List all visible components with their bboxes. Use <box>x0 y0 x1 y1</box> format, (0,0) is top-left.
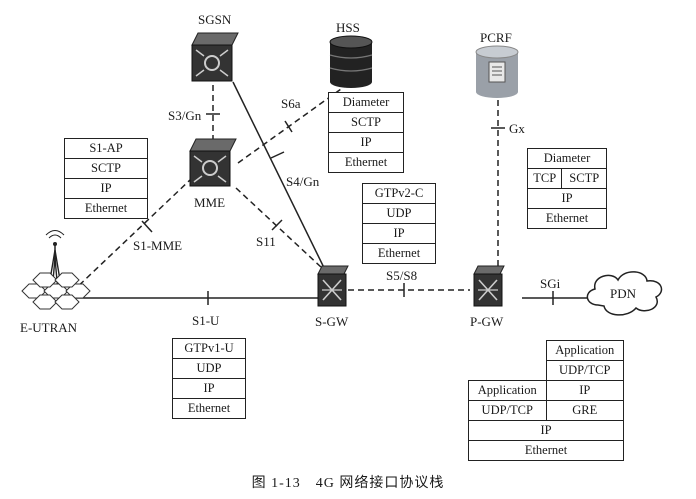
protocol-layer: Ethernet <box>328 152 404 173</box>
mme-label: MME <box>194 195 226 210</box>
s1mme-link <box>71 179 191 293</box>
protocol-layer: IP <box>362 223 436 244</box>
s11-tick <box>271 219 283 231</box>
s6a-protocol-stack: Diameter SCTP IP Ethernet <box>328 92 404 173</box>
gx-protocol-stack: Diameter TCP SCTP IP Ethernet <box>526 148 607 229</box>
s4gn-link <box>232 81 331 281</box>
sgw-label: S-GW <box>315 314 349 329</box>
s4gn-interface-label: S4/Gn <box>286 174 320 189</box>
eutran-label: E-UTRAN <box>20 320 78 335</box>
protocol-layer: UDP <box>172 358 246 379</box>
protocol-layer: UDP <box>362 203 436 224</box>
protocol-layer: SCTP <box>561 168 607 189</box>
protocol-layer: SCTP <box>64 158 148 179</box>
protocol-layer: IP <box>545 380 624 401</box>
pcrf-server-icon <box>475 45 519 98</box>
pdn-label: PDN <box>610 286 637 301</box>
protocol-layer: IP <box>468 420 624 441</box>
sgw-switch-icon <box>317 265 349 307</box>
protocol-layer: Ethernet <box>362 243 436 264</box>
protocol-layer: Ethernet <box>527 208 607 229</box>
protocol-layer: UDP/TCP <box>468 400 547 421</box>
gx-interface-label: Gx <box>509 121 525 136</box>
hss-label: HSS <box>336 20 360 35</box>
s1mme-protocol-stack: S1-AP SCTP IP Ethernet <box>64 138 148 219</box>
s1u-interface-label: S1-U <box>192 313 220 328</box>
protocol-layer: IP <box>328 132 404 153</box>
sgsn-router-icon <box>191 32 239 82</box>
protocol-layer: GRE <box>545 400 624 421</box>
sgi-protocol-stack: Application UDP/TCP Application IP UDP/T… <box>468 340 624 461</box>
protocol-layer: UDP/TCP <box>545 360 624 381</box>
s5s8-interface-label: S5/S8 <box>386 268 418 283</box>
protocol-layer: SCTP <box>328 112 404 133</box>
s11-protocol-stack: GTPv2-C UDP IP Ethernet <box>362 183 436 264</box>
protocol-layer: GTPv1-U <box>172 338 246 359</box>
eutran-tower-icon <box>21 230 91 310</box>
protocol-layer: IP <box>172 378 246 399</box>
protocol-layer: IP <box>64 178 148 199</box>
protocol-layer: S1-AP <box>64 138 148 159</box>
protocol-layer: IP <box>527 188 607 209</box>
s1mme-tick <box>141 220 153 233</box>
pgw-label: P-GW <box>470 314 504 329</box>
protocol-layer: Ethernet <box>172 398 246 419</box>
s4gn-tick <box>270 151 285 159</box>
pgw-switch-icon <box>473 265 505 307</box>
s6a-interface-label: S6a <box>281 96 301 111</box>
protocol-layer: Diameter <box>527 148 607 169</box>
protocol-layer: Application <box>545 340 624 361</box>
hss-database-icon <box>329 35 373 88</box>
figure-caption: 图 1-13 4G 网络接口协议栈 <box>251 476 445 491</box>
pcrf-label: PCRF <box>480 30 512 45</box>
protocol-layer: Ethernet <box>64 198 148 219</box>
protocol-layer: GTPv2-C <box>362 183 436 204</box>
s1u-protocol-stack: GTPv1-U UDP IP Ethernet <box>172 338 246 419</box>
s6a-tick <box>284 120 293 133</box>
protocol-layer: Application <box>468 380 547 401</box>
sgi-interface-label: SGi <box>540 276 561 291</box>
protocol-layer: Ethernet <box>468 440 624 461</box>
s1mme-interface-label: S1-MME <box>133 238 183 253</box>
mme-router-icon <box>189 138 237 187</box>
pdn-cloud-icon <box>586 271 663 316</box>
s11-interface-label: S11 <box>256 234 276 249</box>
protocol-layer: TCP <box>526 168 563 189</box>
s3gn-interface-label: S3/Gn <box>168 108 202 123</box>
sgsn-label: SGSN <box>198 12 232 27</box>
s11-link <box>235 187 323 269</box>
protocol-layer: Diameter <box>328 92 404 113</box>
